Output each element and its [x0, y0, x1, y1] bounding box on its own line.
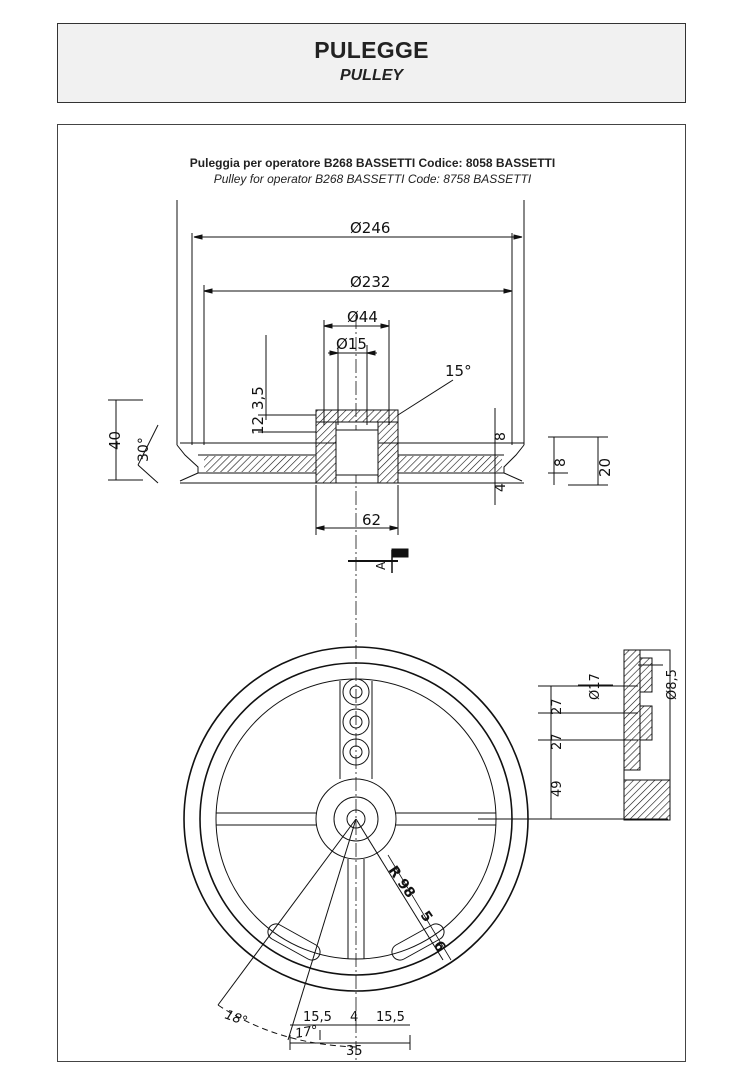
header-box: PULEGGE PULLEY: [57, 23, 686, 103]
dim-d246: Ø246: [350, 219, 390, 237]
dim-d232: Ø232: [350, 273, 390, 291]
dim-h4: 4: [493, 483, 509, 492]
dim-h40: 40: [106, 431, 124, 450]
dim-d17: Ø17: [588, 673, 603, 700]
dim-a18: 18°: [223, 1008, 250, 1030]
detail-section: [478, 649, 671, 821]
dim-d15: Ø15: [336, 335, 367, 353]
dim-v49: 49: [550, 780, 565, 797]
side-view: [108, 200, 608, 1063]
dim-w35: 35: [346, 1044, 363, 1059]
technical-drawing-frame: Puleggia per operatore B268 BASSETTI Cod…: [57, 124, 686, 1063]
dim-a17: 17°: [294, 1023, 319, 1042]
section-a-marker: [348, 548, 409, 573]
dim-h12: 12: [249, 416, 267, 435]
dim-d8-5: Ø8,5: [665, 669, 680, 700]
dim-r98: R 98: [385, 863, 418, 901]
dim-v27-top: 27: [550, 698, 565, 715]
dim-w62: 62: [362, 511, 381, 529]
pulley-drawing: Ø246 Ø232 Ø44 Ø15 15° 40 30° 3,5 12 8 4 …: [106, 200, 680, 1063]
dim-h8b: 8: [553, 458, 569, 467]
dim-h20: 20: [596, 458, 614, 477]
dim-angle15: 15°: [445, 362, 472, 380]
dim-w15-5-right: 15,5: [376, 1010, 405, 1025]
page-subtitle: PULLEY: [339, 67, 404, 84]
caption-italian: Puleggia per operatore B268 BASSETTI Cod…: [189, 156, 556, 170]
dim-d44: Ø44: [347, 308, 378, 326]
dim-w4: 4: [350, 1010, 358, 1025]
dim-h3-5: 3,5: [249, 386, 267, 410]
caption-english: Pulley for operator B268 BASSETTI Code: …: [213, 172, 532, 186]
section-label-a: A: [374, 561, 388, 570]
dim-h8a: 8: [493, 432, 509, 441]
dim-v27-bottom: 27: [550, 733, 565, 750]
dim-a30: 30°: [136, 437, 152, 462]
dim-w15-5-left: 15,5: [303, 1010, 332, 1025]
page-title: PULEGGE: [314, 37, 429, 63]
